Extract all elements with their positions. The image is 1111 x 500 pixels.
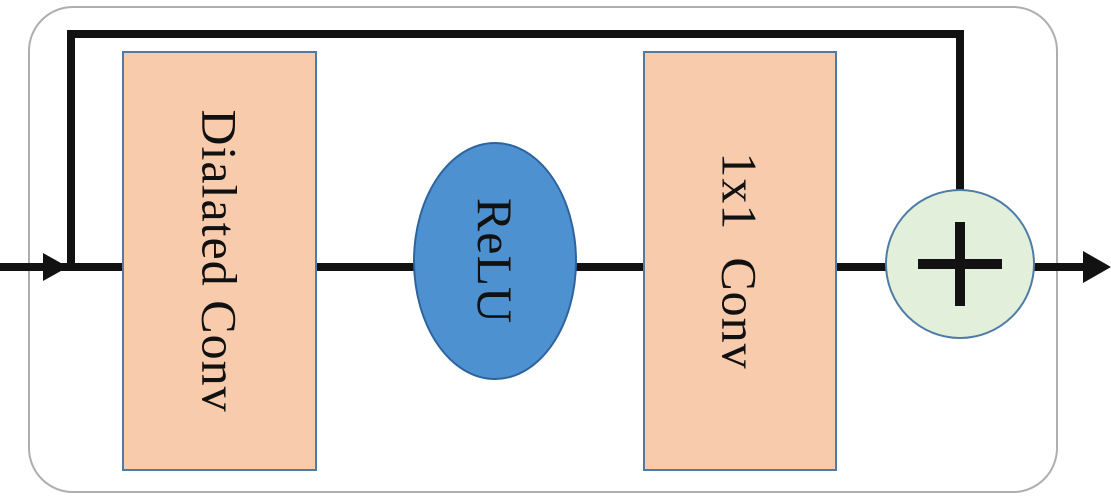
plus-vertical-bar bbox=[955, 222, 965, 306]
output-arrowhead-icon bbox=[1083, 251, 1111, 283]
relu-node: ReLU bbox=[413, 142, 577, 380]
dialated-conv-label: Dialated Conv bbox=[191, 109, 248, 413]
input-arrowhead-icon bbox=[43, 253, 68, 281]
relu-label: ReLU bbox=[466, 197, 523, 325]
dialated-conv-node: Dialated Conv bbox=[122, 51, 317, 471]
skip-connection-right-segment bbox=[956, 30, 964, 192]
conv-1x1-label: 1x1 Conv bbox=[712, 152, 769, 370]
skip-connection-top-segment bbox=[67, 30, 964, 38]
sum-node bbox=[885, 189, 1035, 339]
skip-connection-left-segment bbox=[67, 30, 75, 271]
plus-icon bbox=[918, 222, 1002, 306]
block-frame bbox=[28, 6, 1058, 493]
conv-1x1-node: 1x1 Conv bbox=[643, 51, 837, 471]
